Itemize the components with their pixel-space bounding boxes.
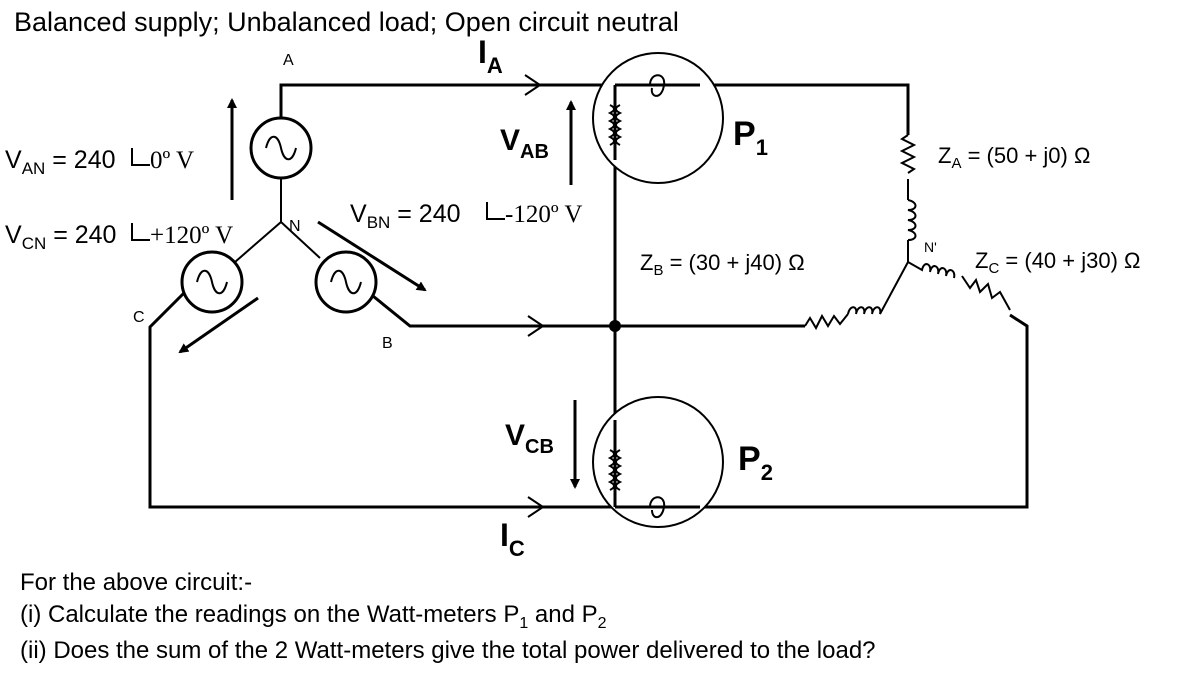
question-intro: For the above circuit:-: [20, 569, 252, 596]
impedance-zc: [907, 261, 1011, 311]
ic-label: IC: [500, 517, 525, 561]
node-b-label: B: [382, 335, 393, 352]
vbn-angle: -120º V: [505, 201, 582, 228]
p1-label: P1: [733, 115, 768, 160]
node-n-label: N: [289, 218, 301, 235]
ib-arrow: [527, 315, 545, 337]
source-b: [314, 250, 378, 314]
vcn-angle: +120º V: [150, 222, 233, 249]
line-c: [148, 285, 1029, 509]
vbn-label: VBN = 240: [350, 200, 461, 232]
ia-arrow: [524, 74, 542, 96]
vcb-label: VCB: [505, 419, 554, 458]
line-b: [367, 290, 805, 328]
vbn-arrow: [317, 220, 427, 292]
source-star-b: [280, 221, 321, 259]
vcn-arrow: [178, 296, 259, 354]
van-angle: 0º V: [150, 147, 194, 174]
line-a: [279, 83, 910, 135]
source-a: [249, 116, 313, 180]
ic-arrow: [527, 496, 545, 518]
zc-label: ZC = (40 + j30) Ω: [975, 248, 1140, 277]
junction-node: [609, 320, 621, 332]
source-c: [180, 250, 244, 314]
za-label: ZA = (50 + j0) Ω: [938, 143, 1090, 172]
van-angle-symbol: [131, 148, 150, 166]
question-1: (i) Calculate the readings on the Watt-m…: [20, 601, 607, 632]
vcn-label: VCN = 240: [5, 221, 116, 253]
node-a-label: A: [283, 52, 294, 69]
vab-label: VAB: [500, 124, 549, 163]
ia-label: IA: [478, 34, 503, 78]
source-star: [234, 178, 282, 263]
zb-label: ZB = (30 + j40) Ω: [640, 250, 805, 279]
question-2: (ii) Does the sum of the 2 Watt-meters g…: [20, 637, 876, 664]
vbn-angle-symbol: [486, 202, 505, 220]
impedance-za: [899, 134, 917, 262]
impedance-zb: [804, 261, 909, 331]
node-n-prime-label: N': [924, 239, 937, 255]
wattmeter-p2: [592, 396, 724, 528]
diagram-title: Balanced supply; Unbalanced load; Open c…: [14, 7, 679, 37]
node-c-label: C: [133, 309, 145, 326]
vcn-angle-symbol: [131, 223, 150, 241]
p2-label: P2: [738, 440, 773, 485]
wattmeter-p1: [592, 52, 724, 184]
van-label: VAN = 240: [5, 146, 116, 178]
